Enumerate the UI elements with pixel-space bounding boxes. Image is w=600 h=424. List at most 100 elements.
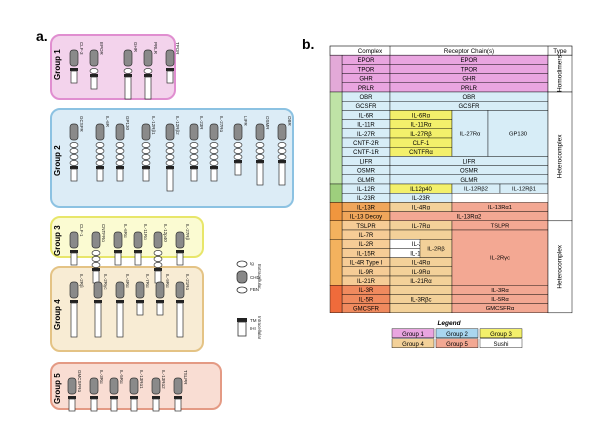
tm-domain (124, 74, 132, 77)
complex-label: IL-27R (357, 132, 376, 138)
il5ra-cell-label: IL-5Rα (491, 297, 509, 303)
chd-domain (69, 123, 79, 141)
type-label: Heterocomplex (557, 134, 564, 178)
receptor-il-27r- (175, 231, 185, 266)
chd-domain (133, 231, 143, 249)
chain-label: CNTFRα (409, 150, 433, 156)
receptor-il-13r-2 (151, 377, 161, 412)
ig-domain (69, 148, 79, 154)
type-label: Homodimers (557, 54, 564, 92)
intracellular-domain (278, 162, 286, 186)
complex-label: IL-11R (357, 123, 375, 129)
chd-domain (89, 49, 99, 67)
chain-label: IL-13Rα2 (457, 215, 482, 221)
chain-label: OBR (462, 95, 476, 101)
tslpr-cell-label: TSLPR (491, 223, 510, 229)
intracellular-domain (234, 162, 242, 176)
chd-domain (277, 123, 287, 141)
type-cell (547, 220, 573, 314)
chain-label: TPOR (461, 67, 478, 73)
panel-b-label: b. (302, 36, 315, 52)
fbn-domain (115, 160, 125, 166)
il12rb1-cell-label: IL-12Rβ1 (512, 187, 536, 193)
complex-label: IL-13 Decoy (350, 215, 382, 221)
chd-domain (91, 231, 101, 249)
complex-label: PRLR (358, 86, 375, 92)
ig-domain (165, 142, 175, 148)
receptor-cntfr- (91, 231, 101, 284)
ig-domain (209, 148, 219, 154)
intracellular-domain (116, 168, 124, 182)
complex-label: IL-6R (359, 113, 374, 119)
intracellular-domain (124, 76, 132, 100)
ig-domain (233, 142, 243, 148)
chd-domain (173, 377, 183, 395)
fbn-domain (89, 68, 99, 74)
il12rb2-cell-label: IL-12Rβ2 (464, 187, 488, 193)
ig-domain (115, 148, 125, 154)
type-cell (547, 91, 573, 222)
tm-domain (92, 268, 100, 271)
tm-domain (116, 300, 124, 303)
tm-domain (70, 300, 78, 303)
complex-label: CNTF-2R (353, 141, 379, 147)
group-1-box (50, 34, 176, 100)
legend-label: Sushi (493, 342, 508, 348)
tm-domain (190, 166, 198, 169)
receptor-il-27r- (209, 123, 219, 182)
receptor-ghr (123, 49, 133, 100)
il27ra-cell-label: IL-27Rα (460, 131, 481, 137)
ig-domain (91, 262, 101, 268)
complex-label: IL-23R (357, 196, 376, 202)
receptor-epor (89, 49, 99, 90)
chd-domain (255, 123, 265, 141)
tm-domain (174, 396, 182, 399)
type-label: Heterocomplex (557, 244, 564, 288)
header-chains: Receptor Chain(s) (444, 48, 494, 55)
ig-domain (91, 256, 101, 262)
key-fbn: FBN (250, 287, 259, 292)
chain-label: IL-3Rβc (410, 297, 431, 303)
ig-domain (277, 154, 287, 160)
ig-domain (233, 148, 243, 154)
chd-domain (135, 281, 145, 299)
chd-domain (143, 49, 153, 67)
receptor-gcsfr (69, 123, 79, 182)
ig-domain (141, 148, 151, 154)
ig-domain (141, 142, 151, 148)
chd-domain (165, 49, 175, 67)
tm-domain (136, 300, 144, 303)
chain-label: IL-6Rα (412, 113, 431, 119)
key-chd: CHD (250, 275, 260, 280)
complex-label: IL-2R (359, 242, 374, 248)
tm-domain (70, 166, 78, 169)
chain-label: LIFR (462, 159, 476, 165)
tm-domain (166, 166, 174, 169)
chain-label: CLF-1 (413, 141, 430, 147)
tm-domain (152, 396, 160, 399)
gmcsfra-cell-label: GMCSFRα (486, 306, 515, 312)
receptor-gmcsfr- (67, 377, 77, 412)
ig-domain (153, 262, 163, 268)
chd-domain (175, 281, 185, 299)
receptor-prlr (143, 49, 153, 100)
receptor-il-5r- (109, 377, 119, 412)
fbn-domain (209, 160, 219, 166)
receptor-il-6r- (113, 231, 123, 266)
complex-label: TSLPR (356, 224, 376, 230)
intracellular-domain (210, 168, 218, 182)
key-intracellular-short: IHI (250, 326, 256, 331)
chd-domain (209, 123, 219, 141)
ig-domain (115, 142, 125, 148)
complex-label: GCSFR (356, 104, 378, 110)
chd-domain (189, 123, 199, 141)
intracellular-domain (114, 252, 122, 266)
header-type: Type (553, 48, 567, 55)
il27ra-cell (451, 110, 489, 157)
tm-domain (94, 300, 102, 303)
chain-label: IL-11Rα (410, 123, 432, 129)
intracellular-domain (90, 398, 98, 412)
complex-label: IL-4R Type I (350, 261, 383, 267)
tm-domain (156, 300, 164, 303)
intracellular-domain (94, 302, 102, 338)
